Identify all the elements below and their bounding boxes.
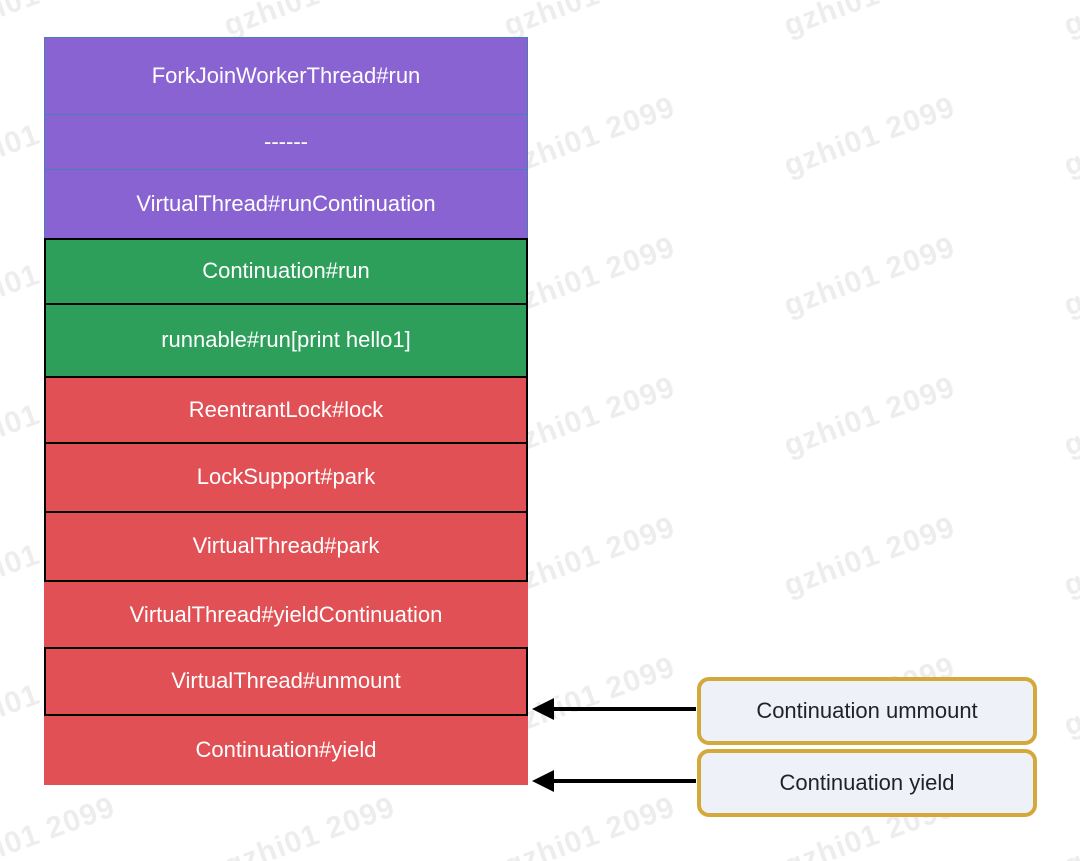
callout-box: Continuation ummount	[697, 677, 1037, 745]
stack-frame-label: VirtualThread#park	[192, 532, 380, 558]
watermark-text: gzhi01 2099	[0, 790, 120, 861]
stack-frame: Continuation#run	[44, 237, 528, 306]
callout-label: Continuation yield	[779, 770, 955, 795]
stack-frame: LockSupport#park	[44, 442, 528, 513]
watermark-text: gzhi01 2099	[1059, 650, 1080, 743]
watermark-text: gzhi01 2099	[1059, 790, 1080, 861]
watermark-text: gzhi01 2099	[779, 90, 960, 183]
watermark-text: gzhi01 2099	[779, 370, 960, 463]
watermark-text: gzhi01 2099	[1059, 230, 1080, 323]
watermark-text: gzhi01 2099	[219, 790, 400, 861]
watermark-text: gzhi01 2099	[780, 0, 960, 44]
stack-frame-label: LockSupport#park	[196, 464, 376, 490]
stack-frame-label: runnable#run[print hello1]	[161, 327, 411, 353]
watermark-text: gzhi01 2099	[499, 790, 680, 861]
stack-frame: ------	[44, 113, 528, 171]
stack-frame: VirtualThread#yieldContinuation	[44, 581, 528, 650]
callout-label: Continuation ummount	[756, 698, 978, 723]
stack-frame-label: VirtualThread#unmount	[171, 668, 401, 694]
stack-frame-label: VirtualThread#yieldContinuation	[129, 602, 443, 628]
watermark-text: gzhi01 2099	[779, 230, 960, 323]
watermark-text: gzhi01 2099	[1060, 0, 1080, 44]
watermark-text: gzhi01 2099	[1059, 510, 1080, 603]
stack-frame: ReentrantLock#lock	[44, 375, 528, 445]
stack-frame-label: Continuation#run	[202, 258, 370, 284]
watermark-text: gzhi01 2099	[1059, 370, 1080, 463]
stack-frame: Continuation#yield	[44, 716, 528, 785]
stack-frame-label: ForkJoinWorkerThread#run	[151, 62, 421, 88]
stack-frame-label: VirtualThread#runContinuation	[136, 191, 436, 217]
call-stack: ForkJoinWorkerThread#run ------ VirtualThr…	[44, 37, 528, 785]
watermark-text: gzhi01 2099	[1059, 90, 1080, 183]
callout-box: Continuation yield	[697, 749, 1037, 817]
stack-frame-label: ------	[264, 128, 308, 154]
stack-frame: runnable#run[print hello1]	[44, 303, 528, 378]
stack-frame: ForkJoinWorkerThread#run	[44, 37, 528, 115]
stack-frame-label: Continuation#yield	[195, 737, 377, 763]
stack-frame: VirtualThread#runContinuation	[44, 169, 528, 240]
arrow-to-yield-icon	[532, 770, 696, 792]
stack-frame: VirtualThread#park	[44, 510, 528, 582]
stack-frame-label: ReentrantLock#lock	[188, 396, 384, 422]
watermark-text: gzhi01 2099	[779, 510, 960, 603]
stack-frame: VirtualThread#unmount	[44, 647, 528, 716]
arrow-to-unmount-icon	[532, 698, 696, 720]
